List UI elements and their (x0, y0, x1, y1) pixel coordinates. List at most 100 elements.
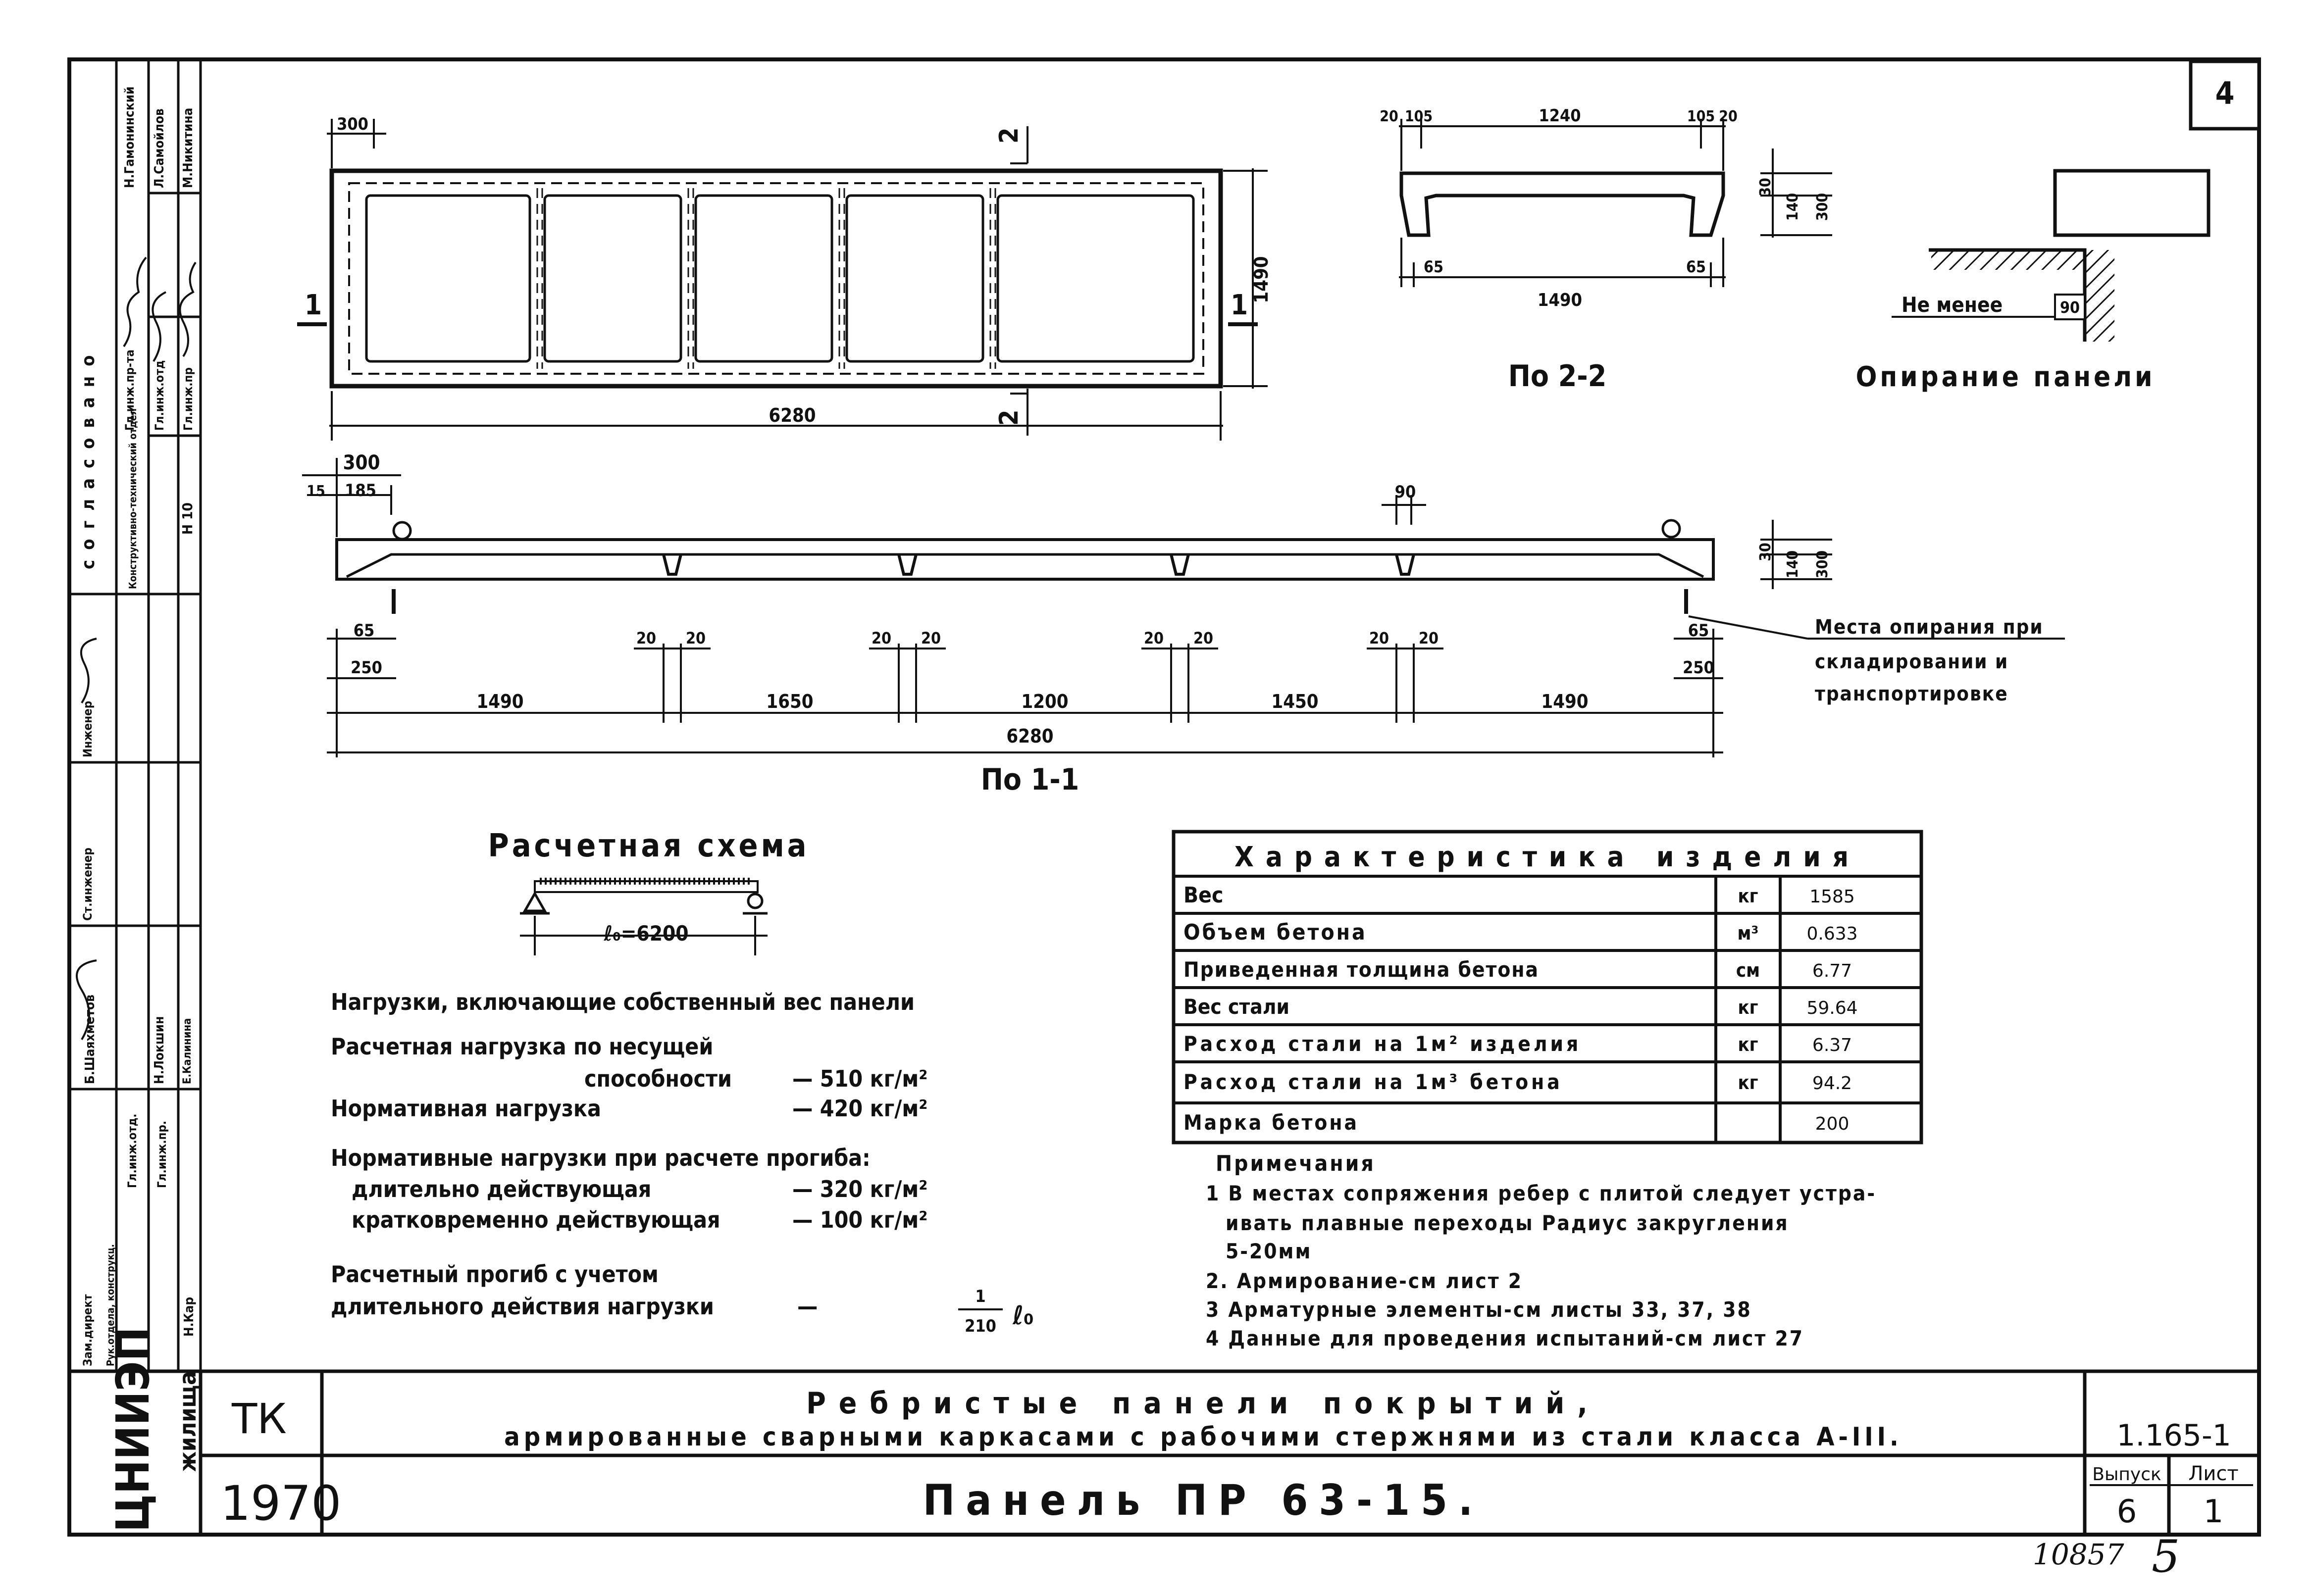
char-row-name: Вес стали (1183, 995, 1289, 1019)
stamp-approval-name-1: Н.Гамонинский (122, 86, 137, 188)
calc-design-load-2: способности (584, 1065, 732, 1092)
sheet-number-box: 4 (2215, 75, 2235, 111)
characteristics-table (1172, 830, 1923, 1145)
char-row-value: 59.64 (1806, 998, 1857, 1018)
calc-deflection-l: ℓ₀ (1012, 1301, 1034, 1331)
title-block-series: 1.165-1 (2116, 1418, 2231, 1453)
stamp-role-1: Зам.директ (81, 1294, 95, 1366)
section-1-1 (302, 458, 2065, 757)
title-block-code: ТК (231, 1395, 287, 1443)
stamp-approval-role-2: Гл.инж.отд (153, 360, 166, 431)
notes-title: Примечания (1216, 1151, 1376, 1176)
char-row-name: Вес (1183, 883, 1223, 908)
stamp-approval-name-3: М.Никитина (181, 108, 196, 188)
signature-1 (123, 256, 147, 348)
s11-rib-3-b: 20 (1193, 629, 1213, 648)
plan-dim-width: 1490 (1250, 256, 1272, 303)
stamp-name-4: Н.Кар (182, 1297, 197, 1337)
note-line-5: 3 Арматурные элементы-см листы 33, 37, 3… (1206, 1297, 1752, 1322)
title-block-year: 1970 (220, 1476, 341, 1531)
stamp-approval-role-3: Гл.инж.пр (181, 367, 195, 431)
stamp-role-4: Гл.инж.пр. (155, 1121, 169, 1188)
calc-deflection-dash: — (797, 1293, 818, 1320)
s11-rib-3-a: 20 (1144, 629, 1164, 648)
s22-dim-1: 20 (1380, 108, 1398, 125)
title-block-title-1: Ребристые панели покрытий, (806, 1386, 1600, 1421)
stamp-role-2: Рук.отдела, конструкц. (104, 1244, 116, 1366)
char-row-name: Объем бетона (1183, 920, 1367, 945)
title-block-drawing-title: Панель ПР 63-15. (923, 1476, 1484, 1525)
s11-span-3: 1200 (1021, 691, 1068, 712)
char-title: Характеристика изделия (1234, 841, 1860, 873)
title-block-sheet-value: 1 (2204, 1494, 2224, 1530)
calc-design-load-1: Расчетная нагрузка по несущей (331, 1033, 713, 1060)
note-line-6: 4 Данные для проведения испытаний-см лис… (1206, 1326, 1804, 1350)
char-row-value: 6.37 (1812, 1035, 1852, 1055)
s11-dim-height-3: 300 (1814, 550, 1831, 578)
calc-deflection-1: Расчетный прогиб с учетом (331, 1261, 659, 1288)
s11-rib-1-a: 20 (636, 629, 656, 648)
s11-support-note-2: складировании и (1815, 650, 2008, 673)
plan-dim-top-left: 300 (337, 114, 368, 134)
s11-dim-height-1: 30 (1757, 543, 1774, 561)
stamp-name-2: Н.Локшин (152, 1016, 167, 1084)
plan-section-mark-left: 1 (305, 289, 322, 321)
calc-long-label: длительно действующая (352, 1176, 651, 1202)
char-row-name: Расход стали на 1м³ бетона (1183, 1070, 1563, 1094)
title-block-title-2: армированные сварными каркасами с рабочи… (504, 1422, 1902, 1452)
s22-dim-2: 105 (1405, 108, 1433, 125)
s11-title: По 1-1 (981, 762, 1079, 797)
calc-long-value: — 320 кг/м² (792, 1176, 927, 1202)
calc-normative-load-value: — 420 кг/м² (792, 1095, 927, 1122)
char-row-value: 6.77 (1812, 961, 1852, 981)
s11-rib-2-a: 20 (872, 629, 891, 648)
stamp-texts: согласовано Гл.инж.пр-та Гл.инж.отд Гл.и… (76, 86, 197, 1366)
s11-dim-top-2: 15 (307, 483, 325, 500)
char-row-value: 94.2 (1812, 1073, 1852, 1094)
org-name-text: жилища (174, 1371, 201, 1472)
footer-inventory: 10857 (2033, 1538, 2124, 1571)
s11-dim-left-1: 65 (354, 621, 375, 641)
stamp-agreed-label: согласовано (78, 346, 99, 569)
char-row-value: 200 (1815, 1114, 1850, 1134)
s11-support-note-3: транспортировке (1815, 683, 2008, 705)
s22-dim-bottom-1: 65 (1424, 257, 1443, 276)
plan-section-mark-right: 1 (1231, 289, 1248, 321)
s11-span-4: 1450 (1271, 691, 1318, 712)
calc-deflection-heading: Нормативные нагрузки при расчете прогиба… (331, 1145, 871, 1171)
title-block-lines (69, 1369, 2259, 1535)
sheet-frame (67, 57, 2261, 1537)
calc-deflection-2: длительного действия нагрузки (331, 1293, 714, 1320)
s11-dim-right-2: 250 (1683, 658, 1714, 678)
calc-deflection-num: 1 (975, 1287, 985, 1306)
s22-dim-5: 20 (1719, 108, 1738, 125)
plan-dim-length: 6280 (769, 404, 816, 426)
s11-dim-height-2: 140 (1784, 550, 1801, 578)
support-detail (1892, 169, 2210, 342)
calc-short-value: — 100 кг/м² (792, 1206, 927, 1233)
title-block-issue-label: Выпуск (2092, 1464, 2161, 1485)
plan-section-mark-top: 2 (994, 127, 1024, 144)
note-line-2: ивать плавные переходы Радиус закруглени… (1226, 1211, 1789, 1235)
calc-normative-load-label: Нормативная нагрузка (331, 1095, 601, 1122)
plan-view (297, 119, 1268, 441)
s11-rib-4-a: 20 (1369, 629, 1389, 648)
signature-5 (76, 959, 97, 1041)
s11-dim-top-3: 185 (345, 481, 376, 500)
s22-dim-bottom-3: 65 (1686, 257, 1706, 276)
char-row-name: Приведенная толщина бетона (1183, 957, 1539, 982)
char-row-unit: кг (1738, 1072, 1758, 1094)
stamp-role-3: Гл.инж.отд. (125, 1113, 139, 1188)
s11-rib-1-b: 20 (686, 629, 706, 648)
stamp-name-1: Б.Шаяхметов (83, 995, 98, 1084)
s11-span-1: 1490 (476, 691, 523, 712)
char-row-value: 0.633 (1806, 924, 1857, 944)
s11-dim-right-1: 65 (1688, 621, 1709, 641)
stamp-approval-name-2: Л.Самойлов (152, 108, 167, 188)
footer-page: 5 (2152, 1531, 2180, 1583)
calc-design-load-value: — 510 кг/м² (792, 1065, 927, 1092)
char-row-unit: м³ (1738, 922, 1759, 944)
char-row-value: 1585 (1809, 887, 1855, 907)
char-row-unit: кг (1738, 1034, 1758, 1055)
